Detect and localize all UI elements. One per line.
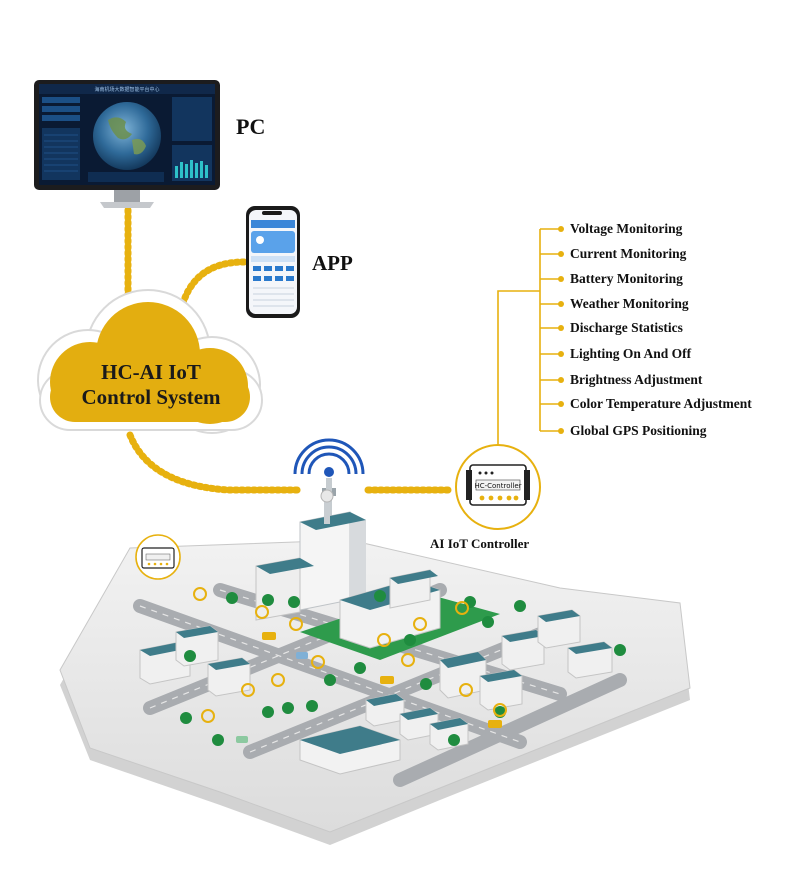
feature-item: Global GPS Positioning (570, 423, 707, 438)
city-cars (236, 632, 502, 743)
feature-item: Discharge Statistics (570, 320, 683, 335)
feature-bullet-4 (558, 325, 564, 331)
feature-bullet-7 (558, 401, 564, 407)
feature-bullet-2 (558, 276, 564, 282)
cloud-icon (37, 289, 263, 434)
feature-bullet-0 (558, 226, 564, 232)
cloud-tower-link (126, 431, 302, 494)
city-controller-callout (135, 534, 181, 580)
controller-label: AI IoT Controller (430, 536, 530, 551)
feature-bullet-5 (558, 351, 564, 357)
monitor-title: 海南机场大数据智能平台中心 (94, 86, 159, 93)
city-trees (180, 590, 626, 746)
feature-bullet-3 (558, 301, 564, 307)
monitor-icon: 海南机场大数据智能平台中心 (34, 80, 220, 208)
feature-bullet-6 (558, 377, 564, 383)
feature-item: Battery Monitoring (570, 271, 683, 286)
city-map-icon (59, 489, 691, 845)
feature-bullet-1 (558, 251, 564, 257)
controller-device-text: HC-Controller (474, 482, 521, 490)
monitor-left-panel (42, 97, 80, 180)
controller-device-icon: HC-Controller (455, 444, 541, 530)
pc-label: PC (236, 114, 266, 139)
cloud-label: HC-AI IoT Control System (48, 360, 254, 410)
feature-item: Color Temperature Adjustment (570, 396, 752, 411)
city-tower (299, 489, 366, 611)
smartphone-icon (246, 206, 300, 318)
feature-connectors (540, 226, 564, 434)
feature-bullet-8 (558, 428, 564, 434)
cloud-label-line1: HC-AI IoT (101, 360, 201, 384)
cloud-label-line2: Control System (81, 385, 221, 409)
feature-item: Voltage Monitoring (570, 221, 683, 236)
streetlight-signals (193, 587, 507, 723)
feature-bracket (497, 229, 541, 445)
feature-item: Current Monitoring (570, 246, 687, 261)
feature-item: Brightness Adjustment (570, 372, 703, 387)
app-label: APP (312, 251, 353, 275)
feature-item: Weather Monitoring (570, 296, 689, 311)
monitor-right-panel (172, 97, 212, 181)
feature-item: Lighting On And Off (570, 346, 692, 361)
